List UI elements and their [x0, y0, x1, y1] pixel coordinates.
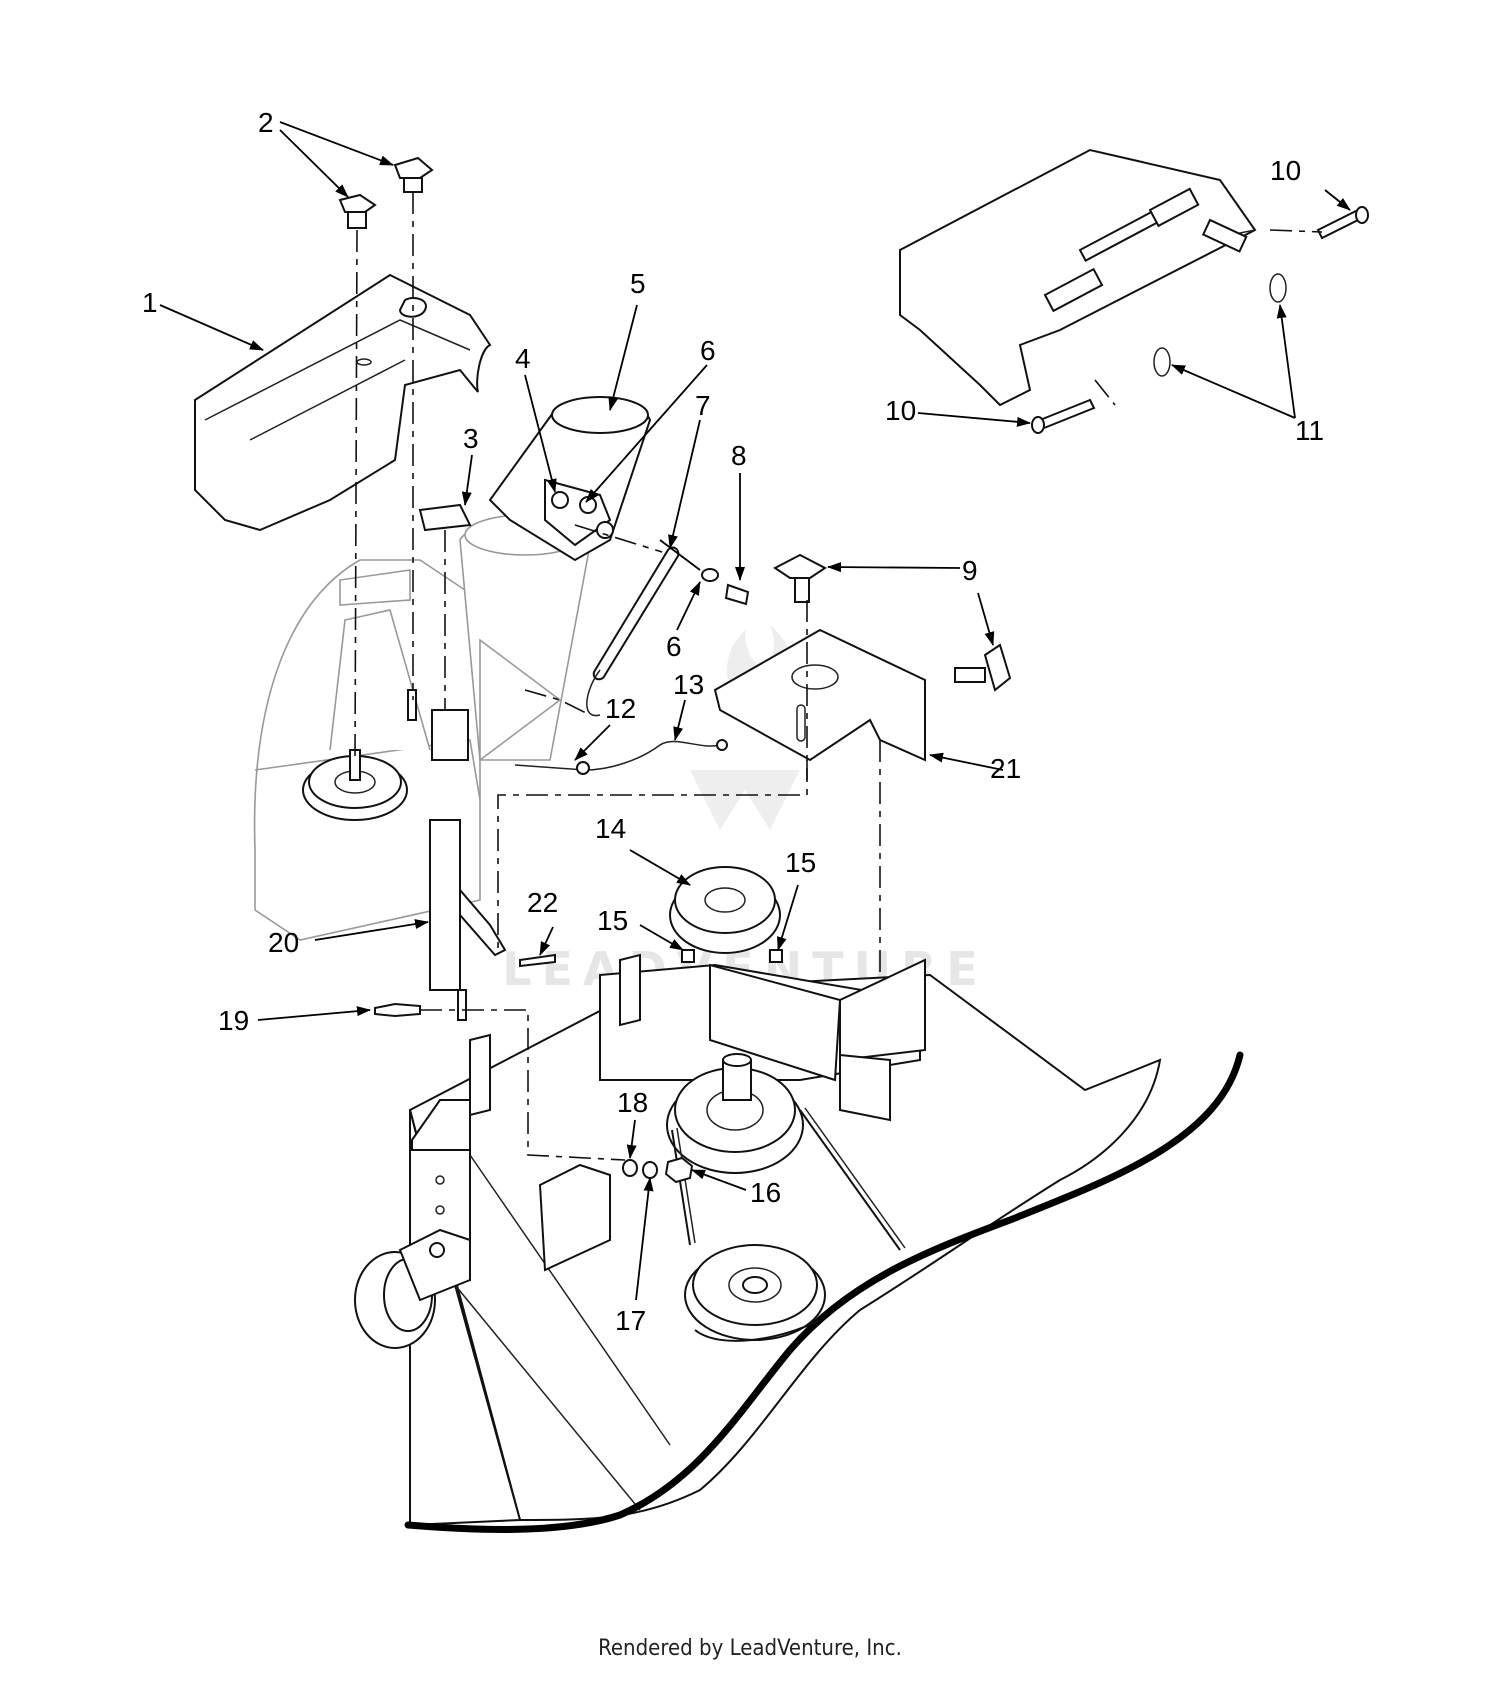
- callout-10-bottom: 10: [885, 395, 916, 426]
- mower-deck: [354, 953, 1244, 1533]
- blower-housing: [253, 514, 591, 941]
- lock-washer: [642, 1161, 658, 1179]
- callout-21: 21: [990, 753, 1021, 784]
- callout-15-right: 15: [785, 847, 816, 878]
- callout-18: 18: [617, 1087, 648, 1118]
- callout-6-top: 6: [700, 335, 716, 366]
- callout-10-top: 10: [1270, 155, 1301, 186]
- idler-pulley: [669, 866, 781, 954]
- footer-credit: Rendered by LeadVenture, Inc.: [598, 1636, 902, 1661]
- deck-pulley-lower: [684, 1244, 826, 1341]
- hair-pin-clip-bottom: [1153, 347, 1171, 377]
- chute-cover: [194, 273, 492, 532]
- leader-lines: [159, 121, 1351, 1301]
- washer: [701, 568, 719, 582]
- set-screw-right: [769, 949, 783, 963]
- callout-2: 2: [258, 107, 274, 138]
- callout-5: 5: [630, 268, 646, 299]
- hair-pin-clip-top: [1269, 273, 1287, 303]
- callout-labels: 1 2 3 4 5 6 6 7 8 9 10 10 11 12 13 14 15…: [142, 107, 1324, 1336]
- plate-knob-top: [773, 553, 827, 603]
- hex-nut: [664, 1156, 694, 1184]
- mount-bracket: [429, 819, 507, 1021]
- hex-bolt: [724, 583, 750, 606]
- callout-14: 14: [595, 813, 626, 844]
- assembly-lines: [354, 192, 1323, 1161]
- deflector-door: [899, 148, 1257, 407]
- callout-17: 17: [615, 1305, 646, 1336]
- callout-6-bottom: 6: [666, 631, 682, 662]
- plate-knob-side: [954, 643, 1012, 692]
- callout-20: 20: [268, 927, 299, 958]
- callout-15-left: 15: [597, 905, 628, 936]
- foam-pad: [418, 503, 472, 532]
- deck-pulley-upper: [666, 1053, 804, 1174]
- caster-wheel: [354, 1228, 471, 1349]
- chute-adapter: [488, 396, 652, 562]
- set-screw-left: [681, 949, 695, 963]
- callout-11: 11: [1295, 415, 1324, 446]
- hair-pin: [519, 953, 556, 968]
- callout-22: 22: [527, 887, 558, 918]
- clevis-pin-bottom: [1038, 398, 1096, 430]
- flange-bolt: [374, 1002, 421, 1018]
- star-knob-left: [338, 193, 377, 229]
- callout-13: 13: [673, 669, 704, 700]
- callout-9: 9: [962, 555, 978, 586]
- star-knob-right: [393, 156, 434, 193]
- callout-1: 1: [142, 287, 158, 318]
- callout-7: 7: [695, 390, 711, 421]
- callout-19: 19: [218, 1005, 249, 1036]
- callout-16: 16: [750, 1177, 781, 1208]
- callout-8: 8: [731, 440, 747, 471]
- callout-3: 3: [463, 423, 479, 454]
- cable: [514, 740, 721, 771]
- callout-12: 12: [605, 693, 636, 724]
- flat-washer: [622, 1159, 638, 1177]
- callout-4: 4: [515, 343, 531, 374]
